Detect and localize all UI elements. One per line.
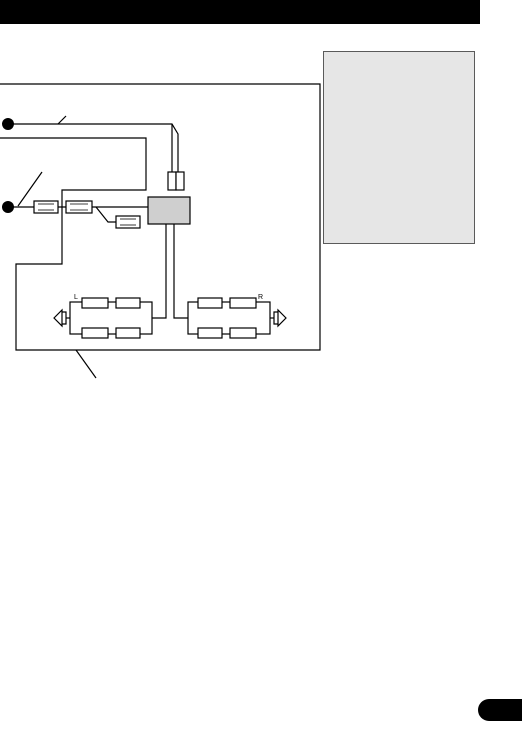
note-box bbox=[323, 51, 475, 244]
rca-feed-wire bbox=[8, 123, 179, 172]
leader-line-1 bbox=[57, 115, 67, 125]
speaker-feed-right bbox=[173, 224, 188, 319]
rca-plugs bbox=[167, 171, 185, 191]
speaker-right bbox=[273, 308, 287, 328]
speaker-feed-left bbox=[152, 224, 167, 319]
aux-wire bbox=[95, 206, 116, 223]
callout-circle-2 bbox=[2, 201, 14, 213]
speaker-left bbox=[53, 308, 67, 328]
speaker-connectors-right bbox=[197, 297, 257, 339]
wiring-diagram: L R bbox=[0, 83, 321, 379]
header-bar bbox=[0, 0, 480, 24]
callout-circle-1 bbox=[2, 118, 14, 130]
speaker-right-label: R bbox=[258, 294, 263, 301]
page-number-tab bbox=[478, 699, 522, 721]
leader-line-3 bbox=[75, 349, 97, 379]
speaker-left-label: L bbox=[74, 294, 78, 301]
speaker-connectors-left bbox=[81, 297, 141, 339]
amplifier-unit bbox=[147, 196, 191, 225]
harness-outline bbox=[0, 83, 321, 351]
leader-line-2 bbox=[17, 171, 43, 207]
input-connectors bbox=[33, 200, 141, 229]
